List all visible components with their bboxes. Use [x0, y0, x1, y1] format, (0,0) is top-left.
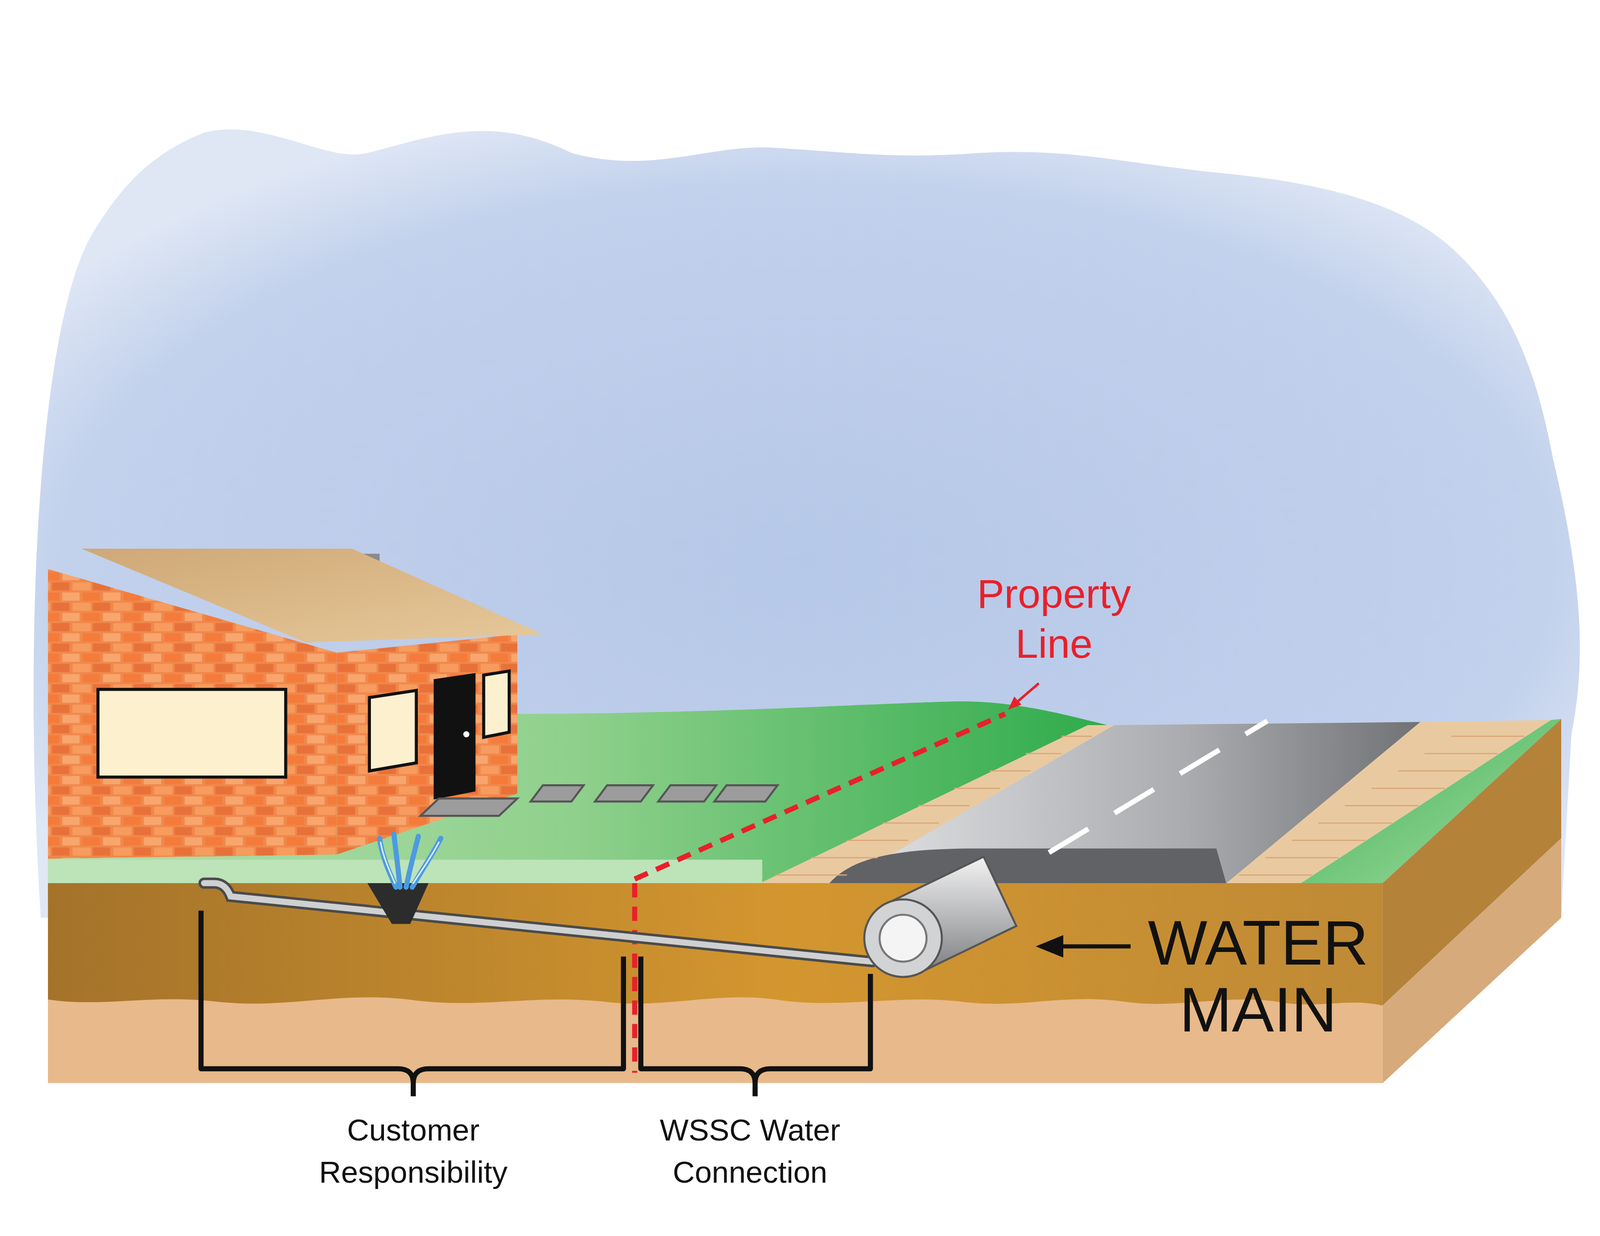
ground-top-part-part — [811, 857, 878, 859]
bracket-label: WSSC Water Connection — [637, 1109, 864, 1194]
stepping-stones-part — [530, 785, 584, 802]
ground-top-part-part — [989, 770, 1031, 772]
ground-top-part-part — [847, 839, 909, 842]
leak-part — [379, 834, 441, 888]
ground-top-part-part — [775, 874, 847, 877]
house-part — [336, 634, 518, 855]
property-line-part — [632, 883, 638, 1073]
ground-top-part-part — [1061, 736, 1092, 738]
stepping-stones-part — [657, 785, 717, 802]
service-pipe-part — [204, 883, 873, 962]
service-pipe — [204, 883, 873, 962]
ground-top-part-part — [918, 805, 970, 807]
ground-top-part-part — [1344, 805, 1419, 807]
stepping-stones — [420, 785, 778, 816]
property-leader-part — [1008, 696, 1022, 710]
ground-top-part — [48, 860, 763, 884]
house — [48, 548, 544, 860]
property-leader — [1008, 683, 1039, 711]
water-main-arrow — [1035, 935, 1131, 958]
leak-part-part — [380, 842, 395, 884]
house-part — [97, 689, 286, 778]
bracket-label: Customer Responsibility — [288, 1109, 539, 1194]
responsibility-brackets-part — [640, 957, 871, 1097]
ground-top-part-part — [1451, 736, 1525, 738]
leak-part-part — [412, 838, 441, 888]
ground-top-part-part — [1424, 753, 1499, 755]
sky-part — [33, 129, 1580, 919]
ground-top-part-part — [1238, 874, 1313, 877]
house-part — [483, 671, 510, 738]
water-main-arrow-part — [1035, 935, 1064, 958]
ground-top-part — [828, 848, 1227, 885]
stepping-stones-part — [594, 785, 654, 802]
service-pipe-part — [204, 883, 873, 962]
soil-slab-part — [1382, 838, 1562, 1084]
responsibility-brackets-part — [201, 911, 624, 1097]
ground-top-part-part — [1318, 822, 1392, 825]
leak-part — [380, 842, 439, 884]
house-part — [463, 731, 470, 738]
water-main-pipe — [864, 856, 1017, 977]
leak-part-part — [413, 842, 439, 884]
responsibility-brackets — [201, 911, 871, 1097]
stepping-stones-part — [714, 785, 778, 802]
ground-top-part-part — [1397, 770, 1472, 772]
property-line-label: Property Line — [948, 569, 1161, 669]
leak-part — [367, 883, 429, 925]
water-main-pipe-part — [864, 899, 943, 978]
house-part — [81, 548, 543, 643]
property-line-part — [634, 714, 1006, 880]
ground-top-part-part — [954, 787, 1001, 790]
water-main-label: WATER MAIN — [1088, 910, 1429, 1044]
ground-top-part-part — [1291, 839, 1366, 842]
ground-top-part-part — [1025, 753, 1062, 755]
house-part — [433, 673, 476, 800]
leak-part-part — [393, 834, 400, 888]
ground-top-part-part — [1371, 787, 1446, 790]
leak — [367, 834, 442, 925]
property-leader-part — [1016, 683, 1039, 704]
sky — [33, 129, 1580, 919]
water-main-pipe-part — [879, 914, 927, 962]
house-part — [369, 690, 417, 771]
stepping-stones-part — [420, 798, 518, 816]
ground-top-part-part — [882, 822, 939, 825]
water-main-arrow-part — [1056, 944, 1131, 949]
ground-top-part-part — [1265, 857, 1340, 859]
ground-top-part — [1049, 721, 1268, 853]
